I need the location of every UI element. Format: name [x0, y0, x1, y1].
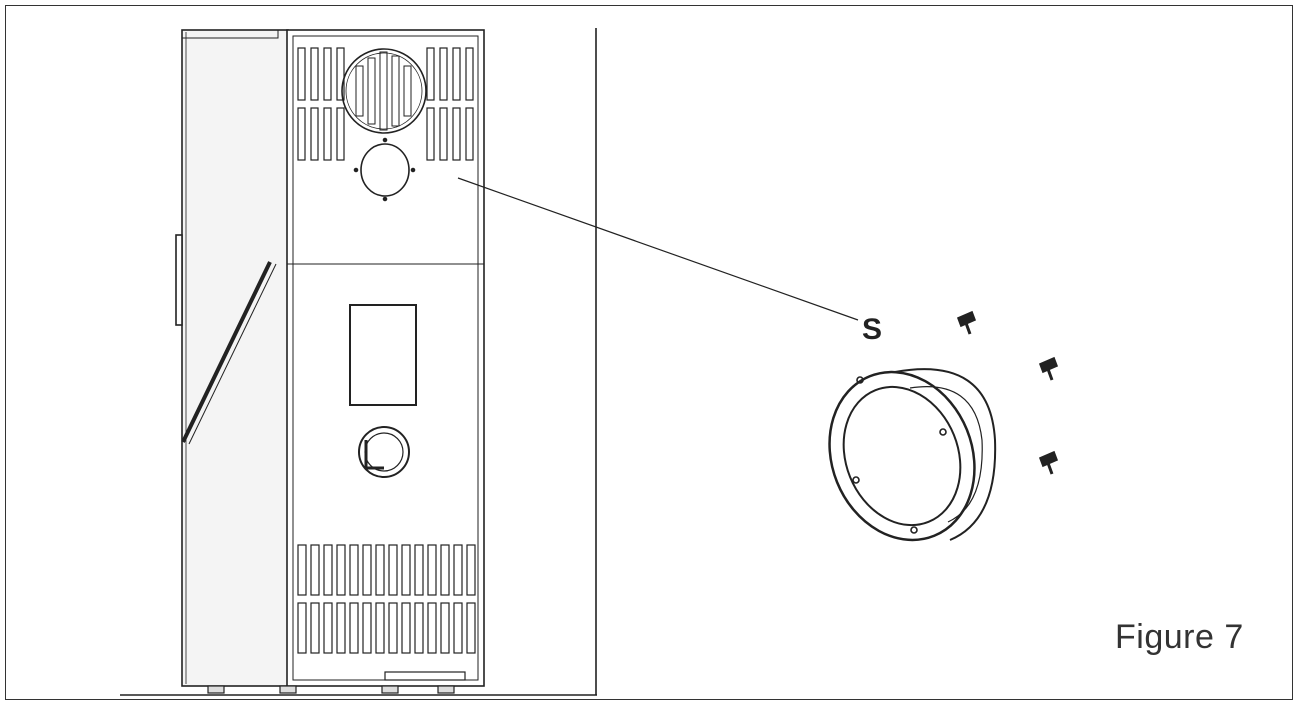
leader-line	[457, 177, 859, 321]
stove-base	[207, 671, 466, 694]
figure-caption: Figure 7	[1115, 618, 1244, 656]
flange-part	[828, 368, 997, 542]
fan-grille	[341, 48, 427, 134]
screws	[956, 310, 1059, 475]
part-label-s: S	[862, 313, 883, 346]
flue-outlet	[358, 426, 410, 478]
lower-vent	[297, 544, 476, 654]
figure-frame	[5, 5, 1293, 700]
stove-side-panel	[175, 29, 289, 687]
access-plate	[349, 304, 417, 406]
upper-right-vent	[426, 47, 474, 161]
air-inlet-hole	[353, 137, 416, 202]
upper-left-vent	[297, 47, 345, 161]
